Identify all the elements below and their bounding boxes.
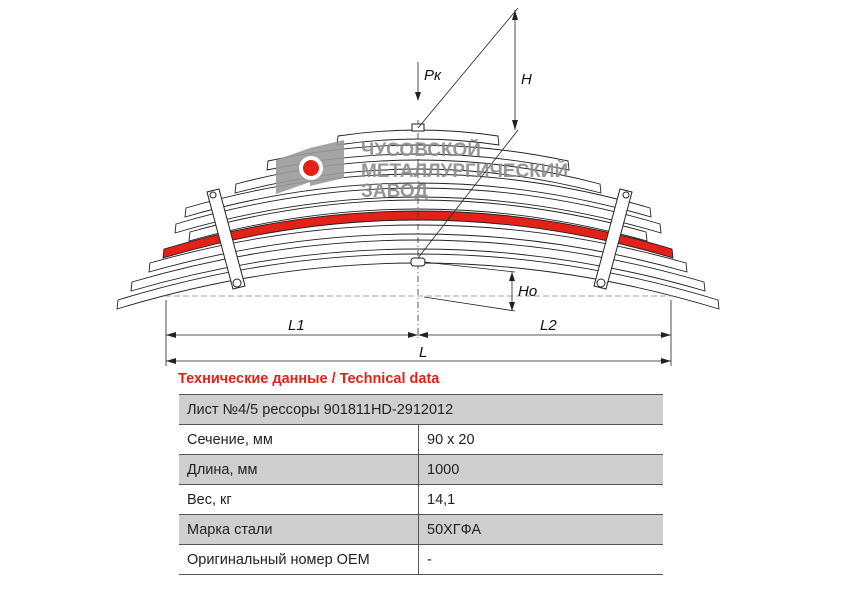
row-value: 14,1 bbox=[418, 484, 663, 515]
spring-leaf bbox=[116, 253, 720, 310]
row-label: Марка стали bbox=[179, 514, 419, 545]
svg-text:МЕТАЛЛУРГИЧЕСКИЙ: МЕТАЛЛУРГИЧЕСКИЙ bbox=[361, 160, 568, 182]
row-label: Длина, мм bbox=[179, 454, 419, 485]
row-value: 50ХГФА bbox=[418, 514, 663, 545]
free-height-label: Ho bbox=[518, 283, 537, 300]
left-length-label: L1 bbox=[288, 317, 305, 334]
left-clamp bbox=[206, 188, 246, 290]
spring-leaf bbox=[148, 224, 688, 273]
height-label: H bbox=[521, 71, 532, 88]
force-label: Pк bbox=[424, 67, 442, 84]
highlighted-leaf bbox=[162, 210, 674, 259]
spring-leaf bbox=[174, 187, 662, 234]
table-header: Лист №4/5 рессоры 901811HD-2912012 bbox=[179, 394, 663, 425]
section-title: Технические данные / Technical data bbox=[178, 371, 440, 387]
svg-text:ЗАВОД: ЗАВОД bbox=[361, 181, 428, 202]
row-value: - bbox=[418, 544, 663, 575]
length-label: L bbox=[419, 344, 427, 361]
row-value: 90 x 20 bbox=[418, 424, 663, 455]
row-value: 1000 bbox=[418, 454, 663, 485]
force-arrow-icon bbox=[415, 92, 421, 101]
spring-leaf bbox=[130, 239, 706, 292]
company-logo: ЧУСОВСКОЙ МЕТАЛЛУРГИЧЕСКИЙ ЗАВОД bbox=[276, 139, 568, 202]
right-length-label: L2 bbox=[540, 317, 557, 334]
technical-data-table: Лист №4/5 рессоры 901811HD-2912012 Сечен… bbox=[179, 394, 663, 575]
row-label: Вес, кг bbox=[179, 484, 419, 515]
svg-text:ЧУСОВСКОЙ: ЧУСОВСКОЙ bbox=[361, 139, 481, 161]
row-label: Сечение, мм bbox=[179, 424, 419, 455]
spring-leaf bbox=[188, 199, 648, 242]
center-bolt-nut bbox=[410, 257, 426, 267]
leaf-spring-drawing: Pк H Ho L1 L2 L ЧУСОВСКОЙ МЕТАЛЛУРГИЧЕСК… bbox=[116, 7, 720, 366]
table-header-row: Лист №4/5 рессоры 901811HD-2912012 bbox=[179, 394, 663, 425]
table-row: Оригинальный номер OEM- bbox=[179, 544, 663, 575]
right-clamp bbox=[593, 188, 633, 290]
row-label: Оригинальный номер OEM bbox=[179, 544, 419, 575]
